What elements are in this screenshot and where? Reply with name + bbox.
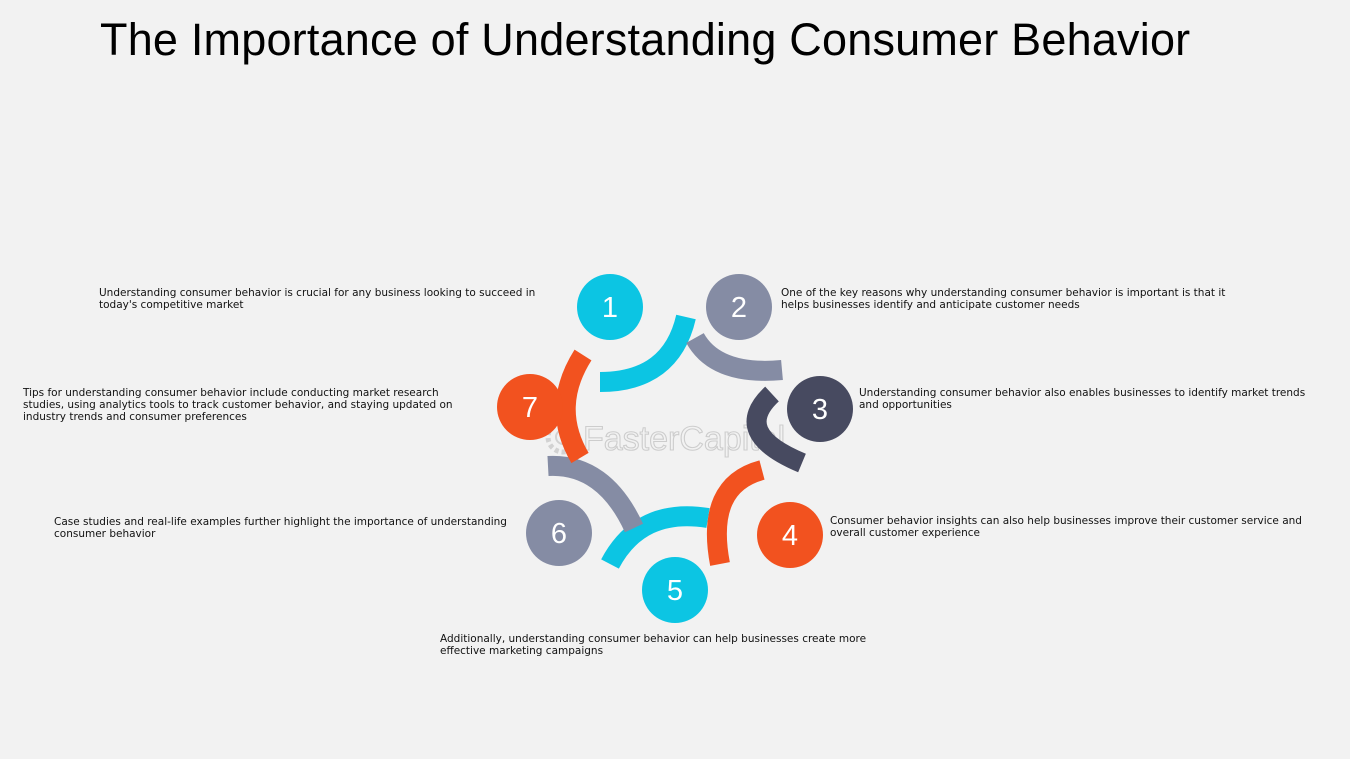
step-2-description: One of the key reasons why understanding… (781, 287, 1226, 311)
step-6-description: Case studies and real-life examples furt… (54, 516, 507, 540)
step-7-arc (555, 349, 592, 464)
cycle-arcs (547, 314, 807, 569)
step-4-number: 4 (782, 520, 798, 552)
step-1-number: 1 (602, 292, 618, 324)
step-4-description: Consumer behavior insights can also help… (830, 515, 1302, 539)
step-2-circle (706, 274, 772, 340)
step-5-arc (601, 506, 710, 569)
step-1-description: Understanding consumer behavior is cruci… (99, 287, 536, 311)
step-5-description: Additionally, understanding consumer beh… (440, 633, 867, 657)
step-6-arc (547, 455, 644, 533)
step-3-number: 3 (812, 394, 828, 426)
step-7-number: 7 (522, 392, 538, 424)
step-2-arc (686, 332, 783, 381)
step-1-circle (577, 274, 643, 340)
step-2-node: 2 (706, 274, 772, 340)
step-7-node: 7 (497, 374, 563, 440)
step-4-circle (757, 502, 823, 568)
step-3-node: 3 (787, 376, 853, 442)
step-5-node: 5 (642, 557, 708, 623)
step-7-description: Tips for understanding consumer behavior… (23, 387, 453, 423)
step-7-circle (497, 374, 563, 440)
cycle-nodes: 1 2 3 4 5 6 7 (497, 274, 853, 623)
step-5-circle (642, 557, 708, 623)
step-3-description: Understanding consumer behavior also ena… (859, 387, 1306, 411)
step-1-arc (599, 314, 696, 392)
step-4-node: 4 (757, 502, 823, 568)
step-1-node: 1 (577, 274, 643, 340)
page-title: The Importance of Understanding Consumer… (100, 14, 1191, 65)
step-5-number: 5 (667, 575, 683, 607)
step-2-number: 2 (731, 292, 747, 324)
step-3-arc (746, 386, 807, 473)
step-6-circle (526, 500, 592, 566)
step-6-node: 6 (526, 500, 592, 566)
step-3-circle (787, 376, 853, 442)
step-6-number: 6 (551, 518, 567, 550)
step-4-arc (707, 460, 766, 566)
